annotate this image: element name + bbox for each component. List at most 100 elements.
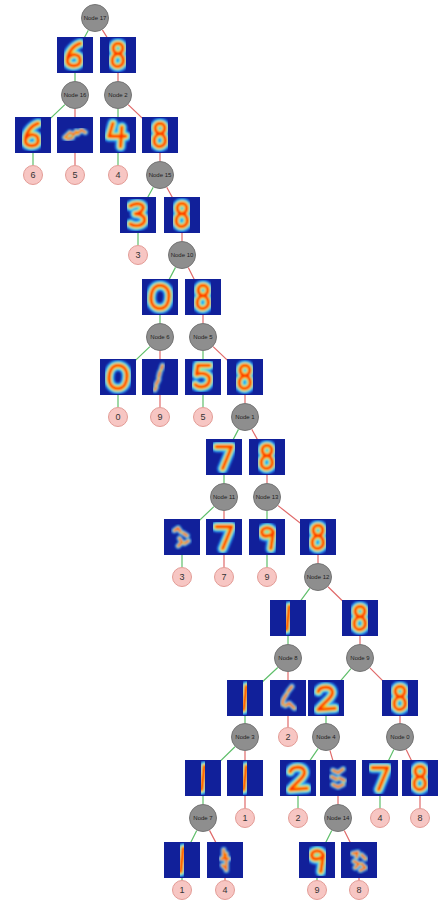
node-circle	[66, 166, 85, 185]
digit-prototype	[164, 842, 200, 878]
digit-prototype	[100, 117, 136, 153]
class-label: 6	[30, 171, 35, 180]
digit-prototype	[15, 117, 51, 153]
split-node: Node 9	[346, 644, 374, 672]
digit-prototype	[308, 680, 344, 716]
leaf-node: 9	[257, 567, 277, 587]
node-circle	[24, 166, 43, 185]
node-circle	[147, 162, 174, 189]
class-label: 4	[377, 814, 382, 823]
node-circle	[190, 324, 217, 351]
node-name: Node 15	[149, 172, 172, 178]
node-circle	[387, 724, 414, 751]
node-circle	[371, 809, 390, 828]
node-name: Node 2	[108, 92, 127, 98]
digit-prototype	[382, 680, 418, 716]
digit-prototype	[100, 359, 136, 395]
digit-prototype	[185, 760, 221, 796]
node-name: Node 3	[235, 734, 254, 740]
digit-prototype	[142, 359, 178, 395]
digit-prototype	[270, 600, 306, 636]
digit-prototype	[227, 359, 263, 395]
node-name: Node 4	[316, 734, 335, 740]
node-circle	[215, 568, 234, 587]
digit-prototype	[57, 37, 93, 73]
digit-prototype	[341, 842, 377, 878]
node-circle	[216, 881, 235, 900]
class-label: 8	[356, 886, 361, 895]
digit-prototype	[206, 519, 242, 555]
node-circle	[289, 809, 308, 828]
class-label: 4	[222, 886, 227, 895]
split-node: Node 10	[168, 241, 196, 269]
digit-prototype	[207, 842, 243, 878]
leaf-node: 1	[235, 808, 255, 828]
split-node: Node 0	[386, 723, 414, 751]
node-circle	[236, 809, 255, 828]
leaf-node: 5	[65, 165, 85, 185]
node-circle	[173, 568, 192, 587]
digit-prototype	[164, 197, 200, 233]
node-name: Node 7	[193, 815, 212, 821]
node-circle	[254, 484, 281, 511]
node-circle	[258, 568, 277, 587]
leaf-node: 1	[172, 880, 192, 900]
node-circle	[147, 324, 174, 351]
node-name: Node 13	[256, 494, 279, 500]
class-label: 7	[221, 573, 226, 582]
node-circle	[279, 728, 298, 747]
node-circle	[82, 5, 109, 32]
split-node: Node 4	[312, 723, 340, 751]
node-circle	[62, 82, 89, 109]
split-node: Node 14	[324, 804, 352, 832]
split-node: Node 15	[146, 161, 174, 189]
class-label: 5	[200, 413, 205, 422]
node-circle	[190, 805, 217, 832]
node-circle	[173, 881, 192, 900]
split-node: Node 11	[210, 483, 238, 511]
node-circle	[232, 404, 259, 431]
digit-prototype	[320, 760, 356, 796]
node-name: Node 6	[150, 334, 169, 340]
digit-prototype	[185, 359, 221, 395]
digit-prototype	[142, 279, 178, 315]
node-circle	[169, 242, 196, 269]
leaf-node: 8	[349, 880, 369, 900]
digit-prototype	[185, 279, 221, 315]
node-circle	[109, 166, 128, 185]
class-label: 1	[242, 814, 247, 823]
digit-prototype	[164, 519, 200, 555]
node-name: Node 9	[350, 655, 369, 661]
split-node: Node 1	[231, 403, 259, 431]
digit-prototype	[206, 439, 242, 475]
split-node: Node 3	[231, 723, 259, 751]
digit-prototype	[249, 439, 285, 475]
node-circle	[194, 408, 213, 427]
node-circle	[105, 82, 132, 109]
node-name: Node 10	[171, 252, 194, 258]
node-name: Node 5	[193, 334, 212, 340]
leaf-node: 4	[215, 880, 235, 900]
leaf-node: 4	[370, 808, 390, 828]
leaf-node: 8	[410, 808, 430, 828]
leaf-node: 6	[23, 165, 43, 185]
node-name: Node 16	[64, 92, 87, 98]
node-name: Node 14	[327, 815, 350, 821]
split-node: Node 13	[253, 483, 281, 511]
digit-prototype	[249, 519, 285, 555]
class-label: 1	[179, 886, 184, 895]
node-circle	[308, 881, 327, 900]
node-circle	[211, 484, 238, 511]
node-circle	[350, 881, 369, 900]
node-circle	[275, 645, 302, 672]
leaf-node: 3	[172, 567, 192, 587]
leaf-node: 2	[278, 727, 298, 747]
digit-prototype	[227, 680, 263, 716]
node-circle	[232, 724, 259, 751]
node-name: Node 12	[307, 574, 330, 580]
node-circle	[305, 564, 332, 591]
split-node: Node 7	[189, 804, 217, 832]
class-label: 5	[72, 171, 77, 180]
